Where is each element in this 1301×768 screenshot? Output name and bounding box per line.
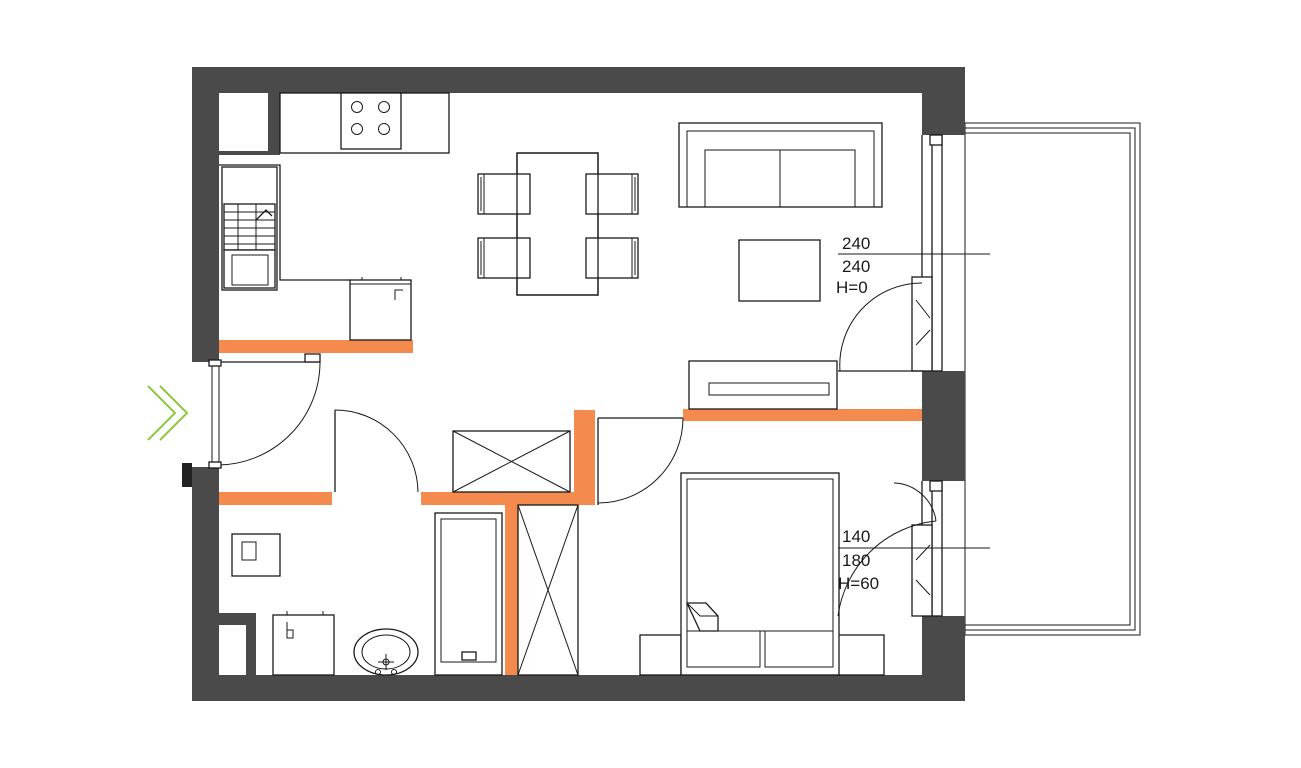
bedroom-door: [597, 417, 684, 505]
bedroom-window: [837, 480, 990, 617]
window-height-label: 180: [842, 551, 870, 570]
coffee-table: [738, 239, 821, 302]
sofa: [678, 122, 883, 208]
toilet: [272, 611, 335, 676]
window-sill-label: H=60: [838, 574, 879, 593]
nightstand: [837, 634, 885, 676]
entrance-door: [208, 353, 321, 469]
storage-closet: [452, 430, 571, 493]
dining-chair: [477, 237, 531, 279]
cooktop: [340, 92, 402, 150]
balcony-door: [838, 134, 990, 372]
dining-chair: [585, 173, 639, 215]
washing-machine: [231, 533, 281, 577]
window-label-living: 240 240 H=0: [836, 234, 870, 297]
kitchen: [219, 92, 450, 341]
dining-chair: [477, 173, 531, 215]
window-width-label: 240: [842, 234, 870, 253]
bed: [680, 472, 840, 676]
dining-set: [477, 152, 639, 296]
balcony: [964, 122, 1141, 636]
dining-chair: [585, 237, 639, 279]
window-label-bedroom: 140 180 H=60: [838, 527, 879, 593]
wardrobe: [688, 360, 838, 410]
window-height-label: 240: [842, 257, 870, 276]
window-width-label: 140: [842, 527, 870, 546]
washbasin: [353, 628, 419, 676]
shower-shaft: [517, 504, 579, 676]
interior-partitions: [219, 340, 922, 675]
refrigerator: [349, 279, 412, 341]
entrance-icon: [147, 385, 189, 441]
bathroom-door: [334, 409, 419, 493]
nightstand: [639, 634, 682, 676]
bathtub: [434, 512, 503, 676]
window-sill-label: H=0: [836, 278, 868, 297]
